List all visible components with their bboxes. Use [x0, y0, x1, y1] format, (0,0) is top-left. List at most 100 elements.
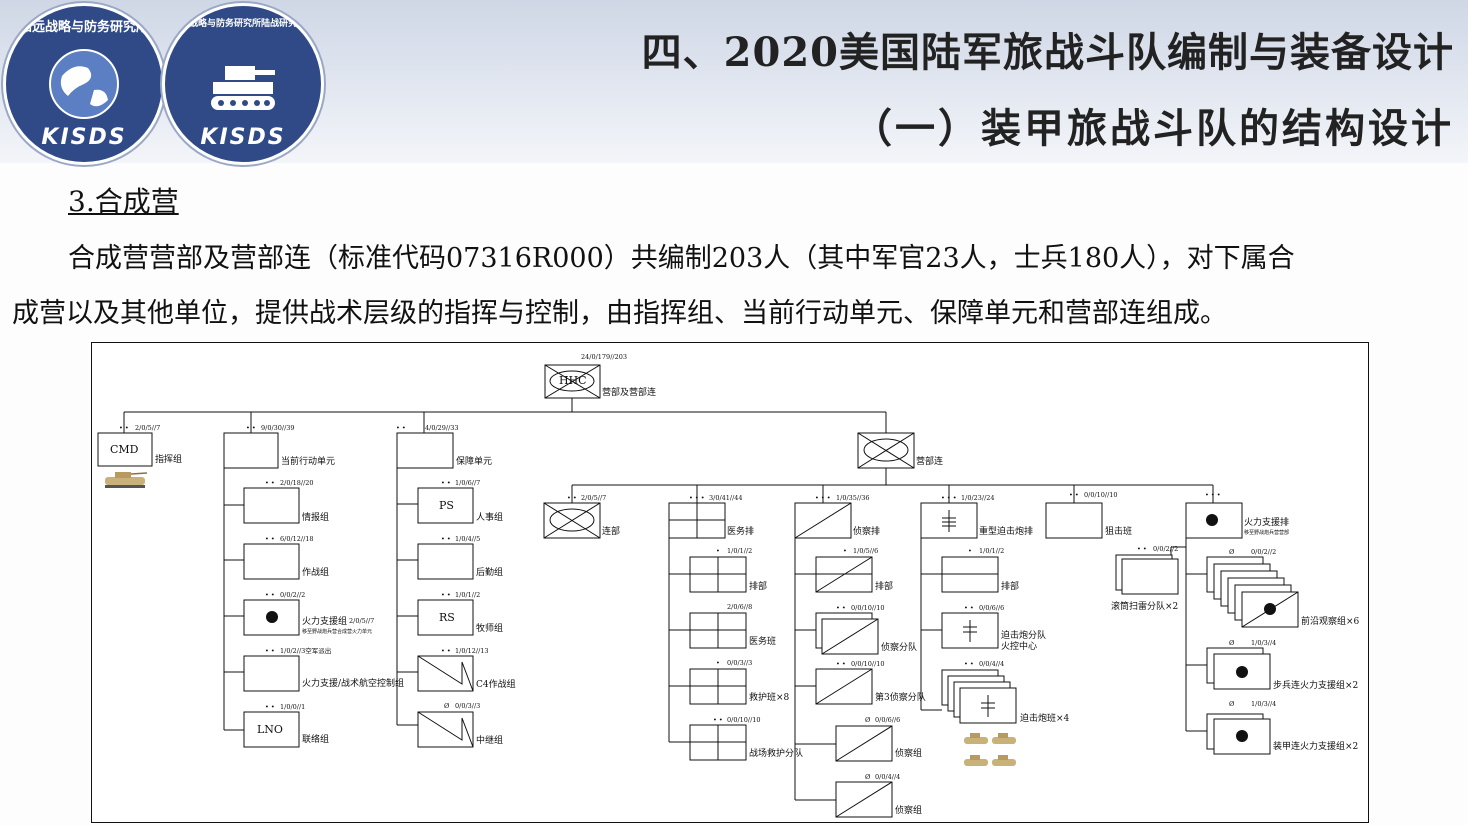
sup-dots: • •	[396, 424, 406, 432]
co-scout: • • • 1/0/35//36 侦察排	[794, 494, 880, 539]
count: 1/0/3//4	[1251, 700, 1276, 708]
dots: Ø	[865, 716, 870, 724]
sup-label: 保障单元	[456, 455, 492, 467]
label: 步兵连火力支援组×2	[1273, 679, 1358, 691]
count: 1/0/4//5	[455, 535, 480, 543]
label: 连部	[602, 525, 620, 537]
scout-team-2: Ø 0/0/4//4 侦察组	[835, 773, 922, 818]
cmd-count: 2/0/5//7	[135, 424, 160, 432]
label: 侦察组	[895, 804, 922, 816]
count: 2/0/18//20	[280, 479, 314, 487]
logo-kisds-globe: 知远战略与防务研究所 KISDS	[3, 3, 165, 165]
hhc-count: 24/0/179//203	[581, 353, 627, 361]
dots: • • •	[1205, 491, 1221, 499]
fire-support-icon	[266, 611, 278, 623]
node-hhc: HHC 24/0/179//203 营部及营部连	[544, 353, 656, 399]
sup-count: 4/0/29//33	[425, 424, 459, 432]
paragraph-line-1: 合成营营部及营部连（标准代码07316R000）共编制203人（其中军官23人，…	[68, 243, 1295, 274]
label: 人事组	[476, 511, 503, 523]
note: 移至野战炮兵营合成营火力单元	[302, 628, 372, 635]
count: 1/0/5//6	[853, 547, 878, 555]
node-cmd: • • 2/0/5//7 CMD 指挥组	[97, 424, 182, 488]
count: 1/0/23//24	[961, 494, 995, 502]
count: 1/0/3//4	[1251, 639, 1276, 647]
sup-logistics: • • 1/0/4//5 后勤组	[417, 535, 503, 580]
label: 排部	[1001, 580, 1019, 592]
count: 2/0/6//8	[727, 603, 752, 611]
label: 火力支援组	[302, 615, 347, 627]
logo-kisds-tank: 知远战略与防务研究所陆战研究中心 KISDS	[162, 3, 324, 165]
med-ambulance: • 0/0/3//3 救护班×8	[689, 659, 790, 705]
count: 1/0/12//13	[455, 647, 489, 655]
label2: 火控中心	[1001, 640, 1037, 652]
org-chart: HHC 24/0/179//203 营部及营部连 • • 2/0/5//7 CM…	[91, 342, 1369, 823]
count: 0/0/6//6	[875, 716, 900, 724]
sup-relay: Ø 0/0/3//3 中继组	[417, 702, 503, 748]
count: 3/0/41//44	[709, 494, 743, 502]
label: 侦察分队	[881, 641, 917, 653]
dots: • •	[713, 716, 723, 724]
dots: •	[968, 547, 972, 555]
label: 装甲连火力支援组×2	[1273, 740, 1358, 752]
label: 后勤组	[476, 566, 503, 578]
cmd-dots: • •	[119, 424, 129, 432]
count: 0/0/2//2	[1251, 548, 1276, 556]
dots: • •	[1069, 491, 1079, 499]
vehicle-icons	[964, 733, 1016, 766]
count: 0/0/2//2	[280, 591, 305, 599]
med-combat: • • 0/0/10//10 战场救护分队	[689, 716, 803, 761]
page-title: 四、2020美国陆军旅战斗队编制与装备设计	[641, 29, 1454, 76]
label: 滚筒扫雷分队×2	[1111, 600, 1178, 612]
dots: Ø	[444, 702, 449, 710]
dots: • • •	[815, 494, 831, 502]
dots: • • •	[941, 494, 957, 502]
count: 1/0/1//2	[455, 591, 480, 599]
dots: • •	[836, 604, 846, 612]
dots: • •	[1137, 545, 1147, 553]
label: 作战组	[302, 566, 329, 578]
co-mortar: • • • 1/0/23//24 重型迫击炮排	[920, 494, 1033, 539]
cur-lno: • • 1/0/0//1 LNO 联络组	[243, 703, 329, 748]
count: 1/0/6//7	[455, 479, 480, 487]
dots: • •	[441, 535, 451, 543]
co-medical: • • • 3/0/41//44 医务排	[668, 494, 754, 539]
fs-mine-roller: • • 0/0/2//2 滚筒扫雷分队×2	[1111, 545, 1179, 612]
count: 0/0/4//4	[979, 660, 1004, 668]
co-fire-support: • • • 火力支援排 移至野战炮兵营营部	[1185, 491, 1289, 539]
count: 1/0/1//2	[727, 547, 752, 555]
co-hq: • • 2/0/5//7 连部	[543, 494, 620, 539]
dots: • •	[265, 479, 275, 487]
logo-sub: KISDS	[200, 125, 286, 150]
cmd-label: 指挥组	[155, 453, 182, 465]
cur-count: 9/0/30//39	[261, 424, 295, 432]
label: 排部	[749, 580, 767, 592]
signal-icon	[417, 711, 474, 748]
dots: Ø	[865, 773, 870, 781]
tank-icon	[211, 66, 275, 110]
dots: • •	[964, 604, 974, 612]
cur-dots: • •	[246, 424, 256, 432]
scout-section: • • 0/0/10//10 侦察分队	[815, 604, 917, 655]
fire-support-icon	[1236, 730, 1248, 742]
label: 第3侦察分队	[875, 691, 926, 703]
fire-support-icon	[1206, 514, 1218, 526]
signal-icon	[417, 655, 474, 692]
cmd-sym: CMD	[110, 443, 139, 456]
count: 0/0/3//3	[727, 659, 752, 667]
ps-sym: PS	[439, 499, 454, 512]
fire-support-icon	[1236, 666, 1248, 678]
hhc-label: 营部及营部连	[602, 386, 656, 398]
hq-label: 营部连	[916, 455, 943, 467]
globe-icon	[49, 49, 119, 119]
dots: • •	[265, 703, 275, 711]
label: 医务排	[727, 525, 754, 537]
mortar-fdc: • • 0/0/6//6 迫击炮分队 火控中心	[941, 604, 1046, 652]
count: 0/0/10//10	[1084, 491, 1118, 499]
dots: Ø	[1229, 700, 1234, 708]
hhc-sym: HHC	[559, 374, 587, 387]
count: 6/0/12//18	[280, 535, 314, 543]
page-subtitle: （一）装甲旅战斗队的结构设计	[852, 105, 1454, 152]
section-heading: 3.合成营	[68, 185, 179, 218]
dots: •	[716, 547, 720, 555]
mortar-sections: • • 0/0/4//4 迫击炮班×4	[941, 660, 1070, 766]
